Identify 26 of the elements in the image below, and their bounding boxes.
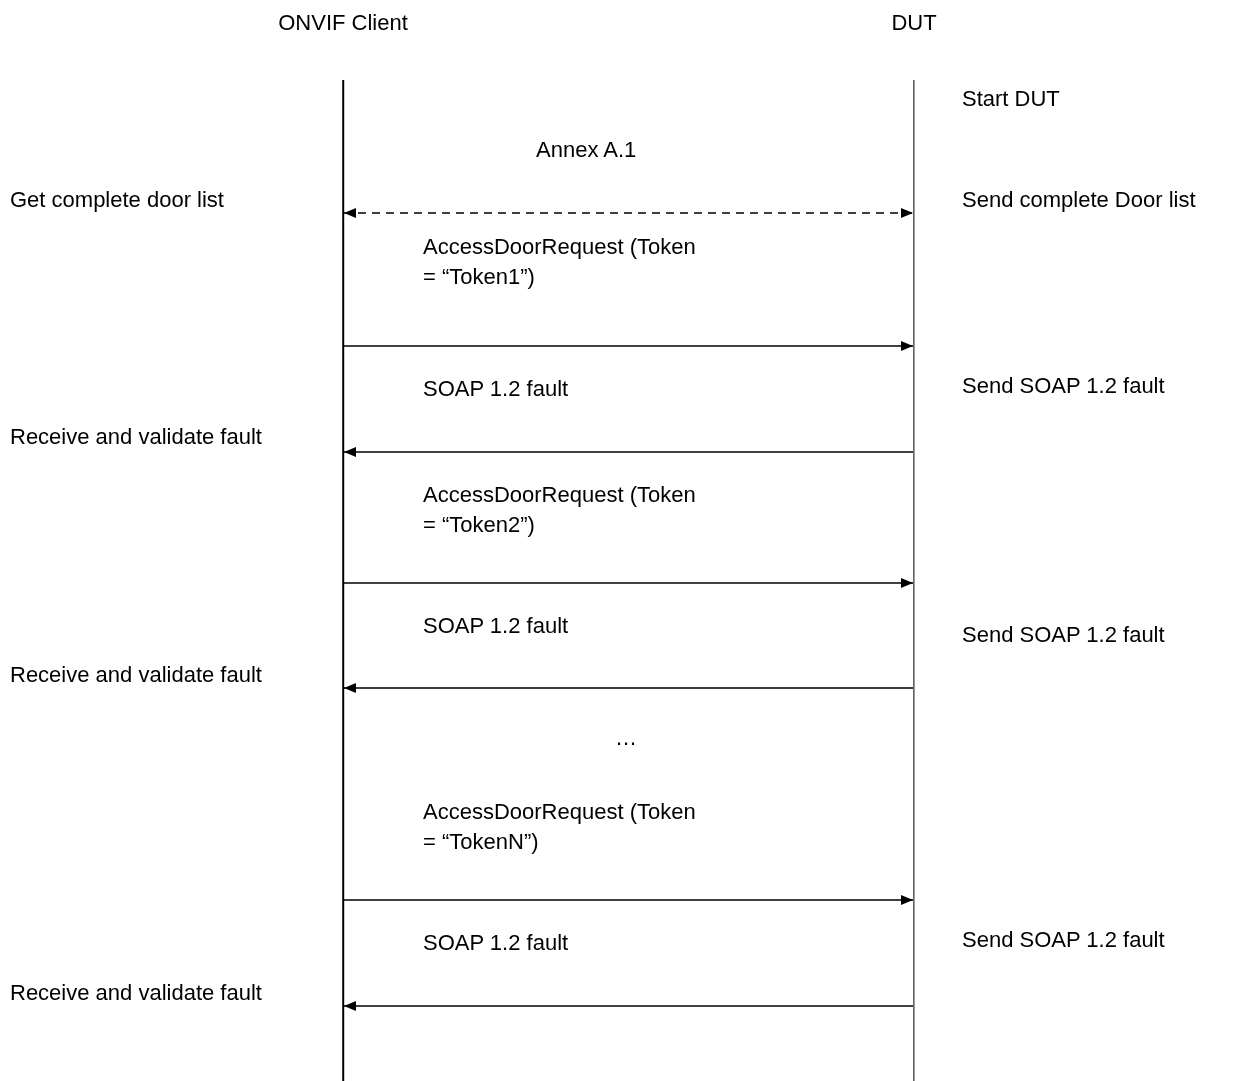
- arrow: [343, 208, 914, 218]
- step-note: Start DUT: [962, 85, 1060, 113]
- lifeline-title: ONVIF Client: [278, 9, 408, 37]
- arrow: [343, 683, 914, 693]
- arrow: [343, 447, 914, 457]
- step-note: Receive and validate fault: [10, 979, 262, 1007]
- step-note: Send SOAP 1.2 fault: [962, 621, 1165, 649]
- step-note: …: [615, 724, 637, 752]
- edge-label: SOAP 1.2 fault: [423, 929, 570, 957]
- step-note: Send SOAP 1.2 fault: [962, 926, 1165, 954]
- step-note: Send SOAP 1.2 fault: [962, 372, 1165, 400]
- edge-label: SOAP 1.2 fault: [423, 375, 570, 403]
- arrow: [343, 578, 914, 588]
- step-note: Receive and validate fault: [10, 661, 262, 689]
- edge-label: Annex A.1: [536, 136, 638, 164]
- step-note: Receive and validate fault: [10, 423, 262, 451]
- edge-label: SOAP 1.2 fault: [423, 612, 570, 640]
- edge-label: AccessDoorRequest (Token = “TokenN”): [423, 798, 697, 856]
- step-note: Get complete door list: [10, 186, 224, 214]
- lifeline-title: DUT: [891, 9, 937, 37]
- edge-label: AccessDoorRequest (Token = “Token2”): [423, 481, 697, 539]
- arrow: [343, 895, 914, 905]
- arrow: [343, 341, 914, 351]
- arrow: [343, 1001, 914, 1011]
- step-note: Send complete Door list: [962, 186, 1196, 214]
- edge-label: AccessDoorRequest (Token = “Token1”): [423, 233, 697, 291]
